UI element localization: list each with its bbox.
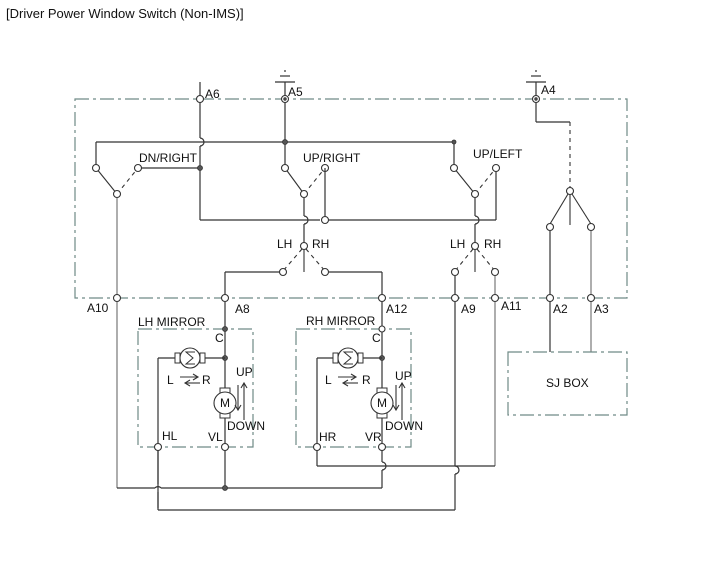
label-rh-2: RH [484, 237, 501, 251]
sj-box-enclosure [507, 351, 628, 416]
label-a6: A6 [205, 87, 220, 101]
terminal-a2 [545, 293, 555, 303]
selector-lh-rh-1 [224, 241, 383, 298]
label-lh-2: LH [450, 237, 465, 251]
label-up-left: UP/LEFT [473, 147, 523, 161]
lh-label-c: C [215, 331, 224, 345]
switch-up-right [280, 163, 497, 246]
switch-a4-sj [535, 99, 596, 352]
terminal-a12 [377, 293, 387, 303]
lh-motor-label: M [220, 396, 230, 410]
switch-up-left [449, 163, 501, 246]
label-a12: A12 [386, 302, 408, 316]
rh-label-l: L [325, 373, 332, 387]
rh-label-hr: HR [319, 430, 337, 444]
rh-mirror-title: RH MIRROR [306, 314, 376, 328]
rh-label-down: DOWN [385, 419, 423, 433]
terminal-a6 [195, 94, 205, 104]
rh-label-c: C [372, 331, 381, 345]
lh-label-r: R [202, 373, 211, 387]
lh-label-hl: HL [162, 429, 178, 443]
label-a10: A10 [87, 301, 109, 315]
lh-vertical-motor-icon [213, 387, 237, 419]
sj-box-label: SJ BOX [546, 376, 589, 390]
wire-a5-bus [95, 99, 455, 168]
lh-mirror-enclosure [137, 328, 254, 448]
label-a4: A4 [541, 83, 556, 97]
lh-mirror-title: LH MIRROR [138, 315, 206, 329]
label-a9: A9 [461, 302, 476, 316]
rh-label-up: UP [395, 369, 412, 383]
lh-label-up: UP [236, 365, 253, 379]
lh-label-l: L [167, 373, 174, 387]
rh-horizontal-motor-icon [332, 347, 364, 369]
rh-vertical-motor-icon [370, 387, 394, 419]
rh-mirror-wiring [312, 302, 387, 466]
rh-label-vr: VR [365, 430, 382, 444]
terminal-a8 [220, 293, 230, 303]
label-a2: A2 [553, 302, 568, 316]
lh-label-vl: VL [208, 430, 223, 444]
rh-mirror-enclosure [295, 328, 412, 448]
terminal-a3 [586, 293, 596, 303]
lh-arrows-icon [180, 373, 248, 420]
label-lh-1: LH [277, 237, 292, 251]
label-up-right: UP/RIGHT [303, 151, 361, 165]
lh-horizontal-motor-icon [174, 347, 206, 369]
rh-motor-label: M [377, 396, 387, 410]
label-a8: A8 [235, 302, 250, 316]
switch-enclosure [74, 98, 628, 299]
rh-arrows-icon [338, 373, 406, 420]
harness-wiring [117, 302, 496, 511]
label-dn-right: DN/RIGHT [139, 151, 198, 165]
label-rh-1: RH [312, 237, 329, 251]
label-a3: A3 [594, 302, 609, 316]
terminal-a11 [490, 293, 500, 303]
lh-label-down: DOWN [227, 419, 265, 433]
switch-dn-right [91, 163, 143, 488]
terminal-a9 [450, 293, 460, 303]
diagram-title: [Driver Power Window Switch (Non-IMS)] [6, 6, 244, 21]
rh-label-r: R [362, 373, 371, 387]
terminal-a10 [112, 293, 122, 303]
label-a5: A5 [288, 85, 303, 99]
label-a11: A11 [501, 299, 522, 313]
